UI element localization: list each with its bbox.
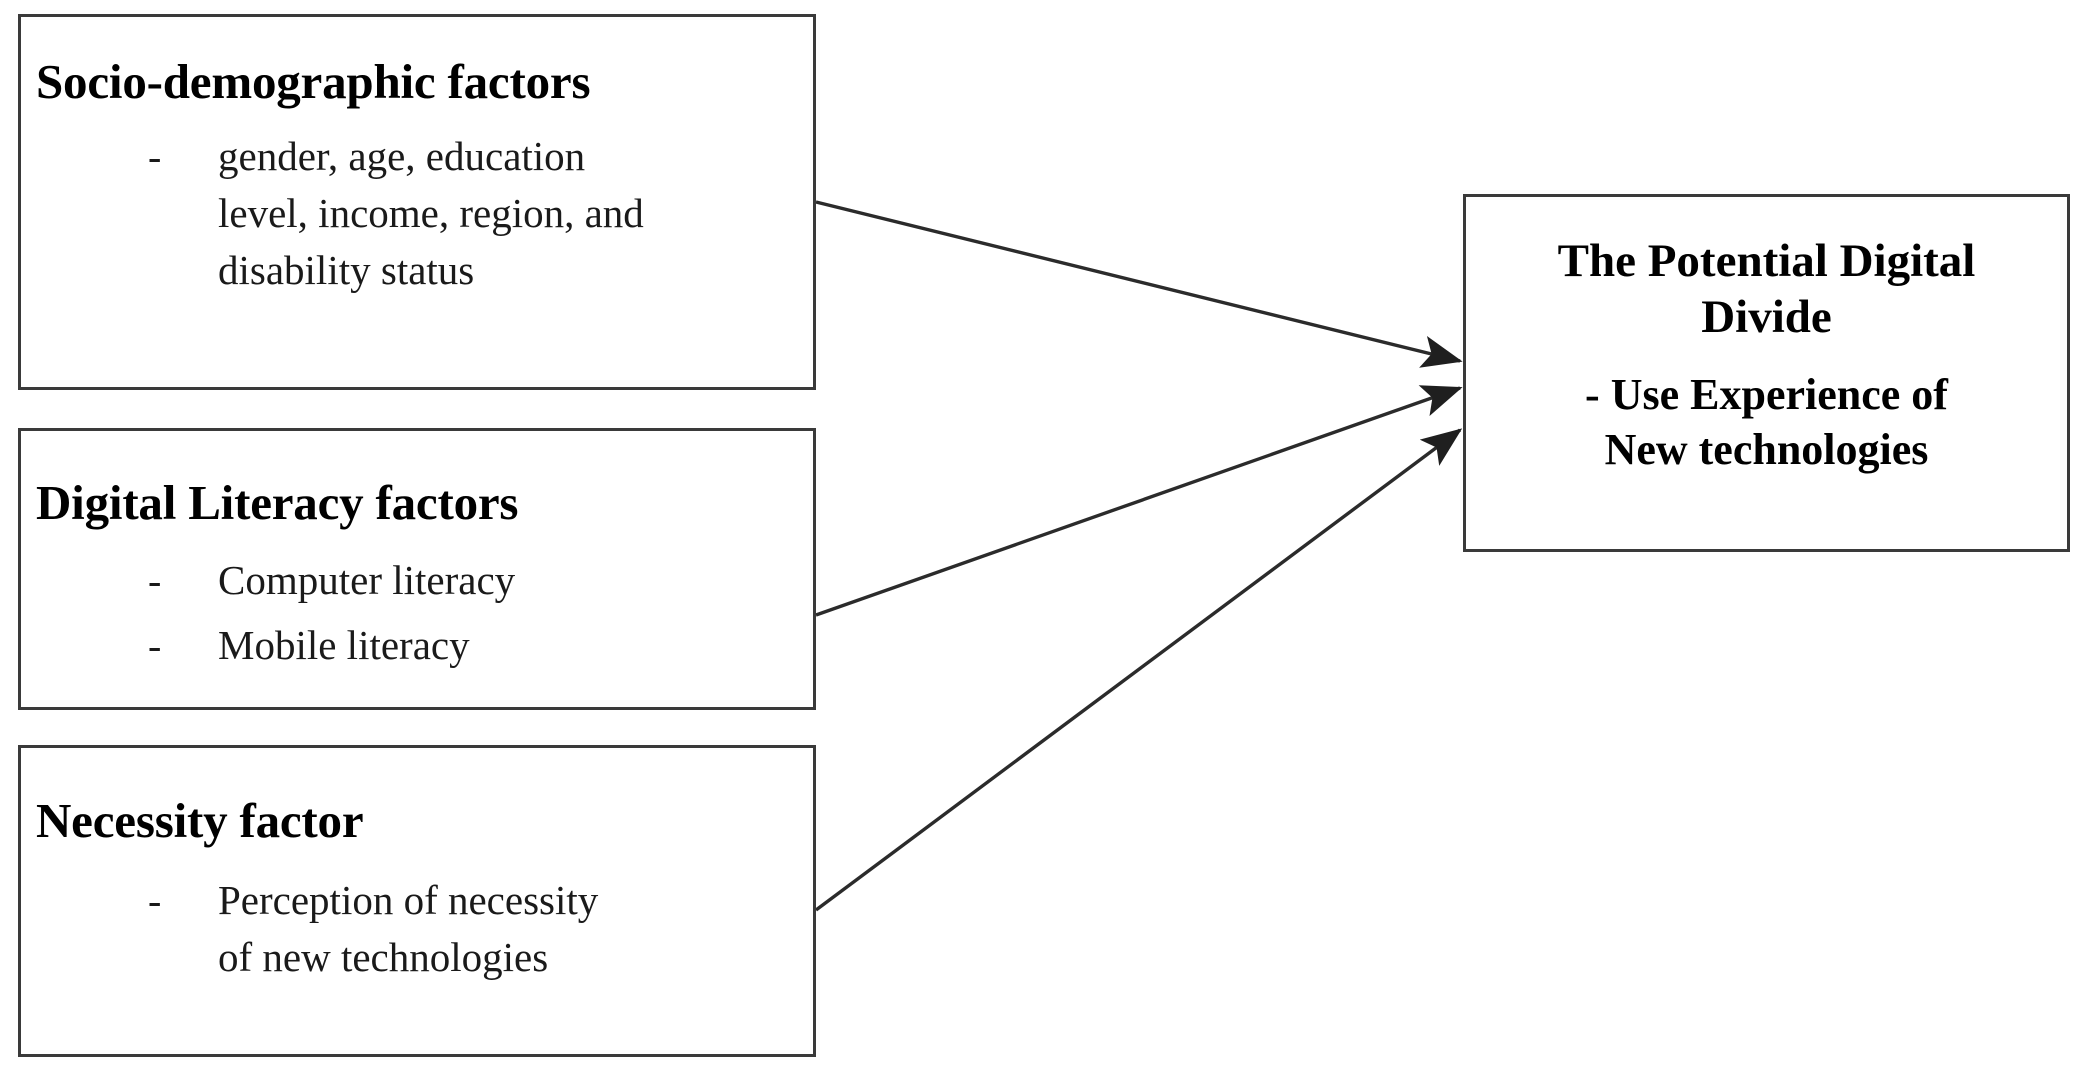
node-potential-digital-divide[interactable]: The Potential Digital Divide - Use Exper… <box>1463 194 2070 552</box>
bullet-dash-icon: - <box>148 134 162 179</box>
bullet-text: Perception of necessity of new technolog… <box>218 877 599 980</box>
bullet-digital-literacy-1: - Computer literacy <box>148 552 788 609</box>
connector-necessity-to-divide <box>814 428 1463 912</box>
connector-literacy-to-divide <box>815 385 1463 617</box>
bullet-text: Computer literacy <box>218 557 516 603</box>
bullet-text: gender, age, education level, income, re… <box>218 133 644 293</box>
bullet-text: Mobile literacy <box>218 622 470 668</box>
node-digital-literacy-factors[interactable] <box>18 428 816 710</box>
bullet-dash-icon: - <box>148 623 162 668</box>
node-necessity-heading: Necessity factor <box>36 793 364 848</box>
bullet-necessity-1: - Perception of necessity of new technol… <box>148 872 788 986</box>
bullet-dash-icon: - <box>148 878 162 923</box>
target-node-subtitle: - Use Experience of New technologies <box>1585 370 1948 474</box>
bullet-dash-icon: - <box>148 558 162 603</box>
node-socio-demographic-factors[interactable] <box>18 14 816 390</box>
node-digital-literacy-heading: Digital Literacy factors <box>36 475 519 530</box>
node-necessity-factor[interactable] <box>18 745 816 1057</box>
bullet-socio-demographic-1: - gender, age, education level, income, … <box>148 128 788 299</box>
bullet-digital-literacy-2: - Mobile literacy <box>148 617 788 674</box>
node-socio-demographic-heading: Socio-demographic factors <box>36 54 591 109</box>
target-node-title: The Potential Digital Divide <box>1557 235 1976 343</box>
connector-socio-to-divide <box>815 200 1463 368</box>
